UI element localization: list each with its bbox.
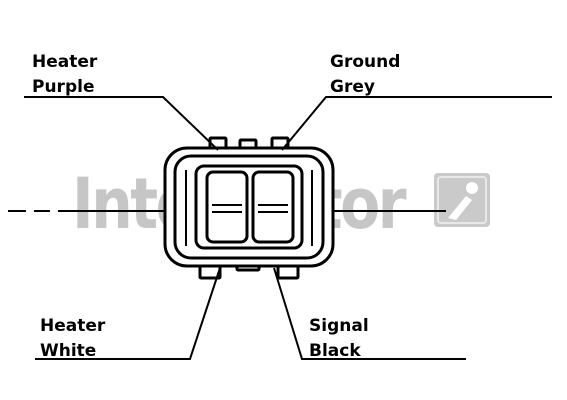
- contact-left: [205, 170, 249, 244]
- label-signal-black-line2: Black: [309, 341, 361, 361]
- label-signal-black: Signal Black: [309, 316, 369, 361]
- leader-signal-black: [273, 267, 466, 360]
- leader-heater-white: [35, 267, 221, 360]
- contact-block: [194, 164, 304, 250]
- label-heater-purple-line2: Purple: [32, 77, 94, 97]
- leader-ground-grey: [281, 96, 552, 151]
- label-ground-grey: Ground Grey: [330, 52, 400, 97]
- connector-inner-shell: [173, 154, 325, 260]
- leader-lines: [24, 96, 552, 360]
- label-heater-purple: Heater Purple: [32, 52, 98, 97]
- label-ground-grey-line2: Grey: [330, 77, 375, 97]
- watermark-logo-icon: [434, 173, 490, 227]
- label-heater-purple-line1: Heater: [32, 52, 98, 72]
- contact-right: [251, 170, 295, 244]
- label-heater-white: Heater White: [40, 316, 106, 361]
- label-heater-white-line2: White: [40, 341, 96, 361]
- label-signal-black-line1: Signal: [309, 316, 369, 336]
- label-ground-grey-line1: Ground: [330, 52, 400, 72]
- label-heater-white-line1: Heater: [40, 316, 106, 336]
- connector: [163, 136, 335, 280]
- leader-heater-purple: [24, 96, 219, 151]
